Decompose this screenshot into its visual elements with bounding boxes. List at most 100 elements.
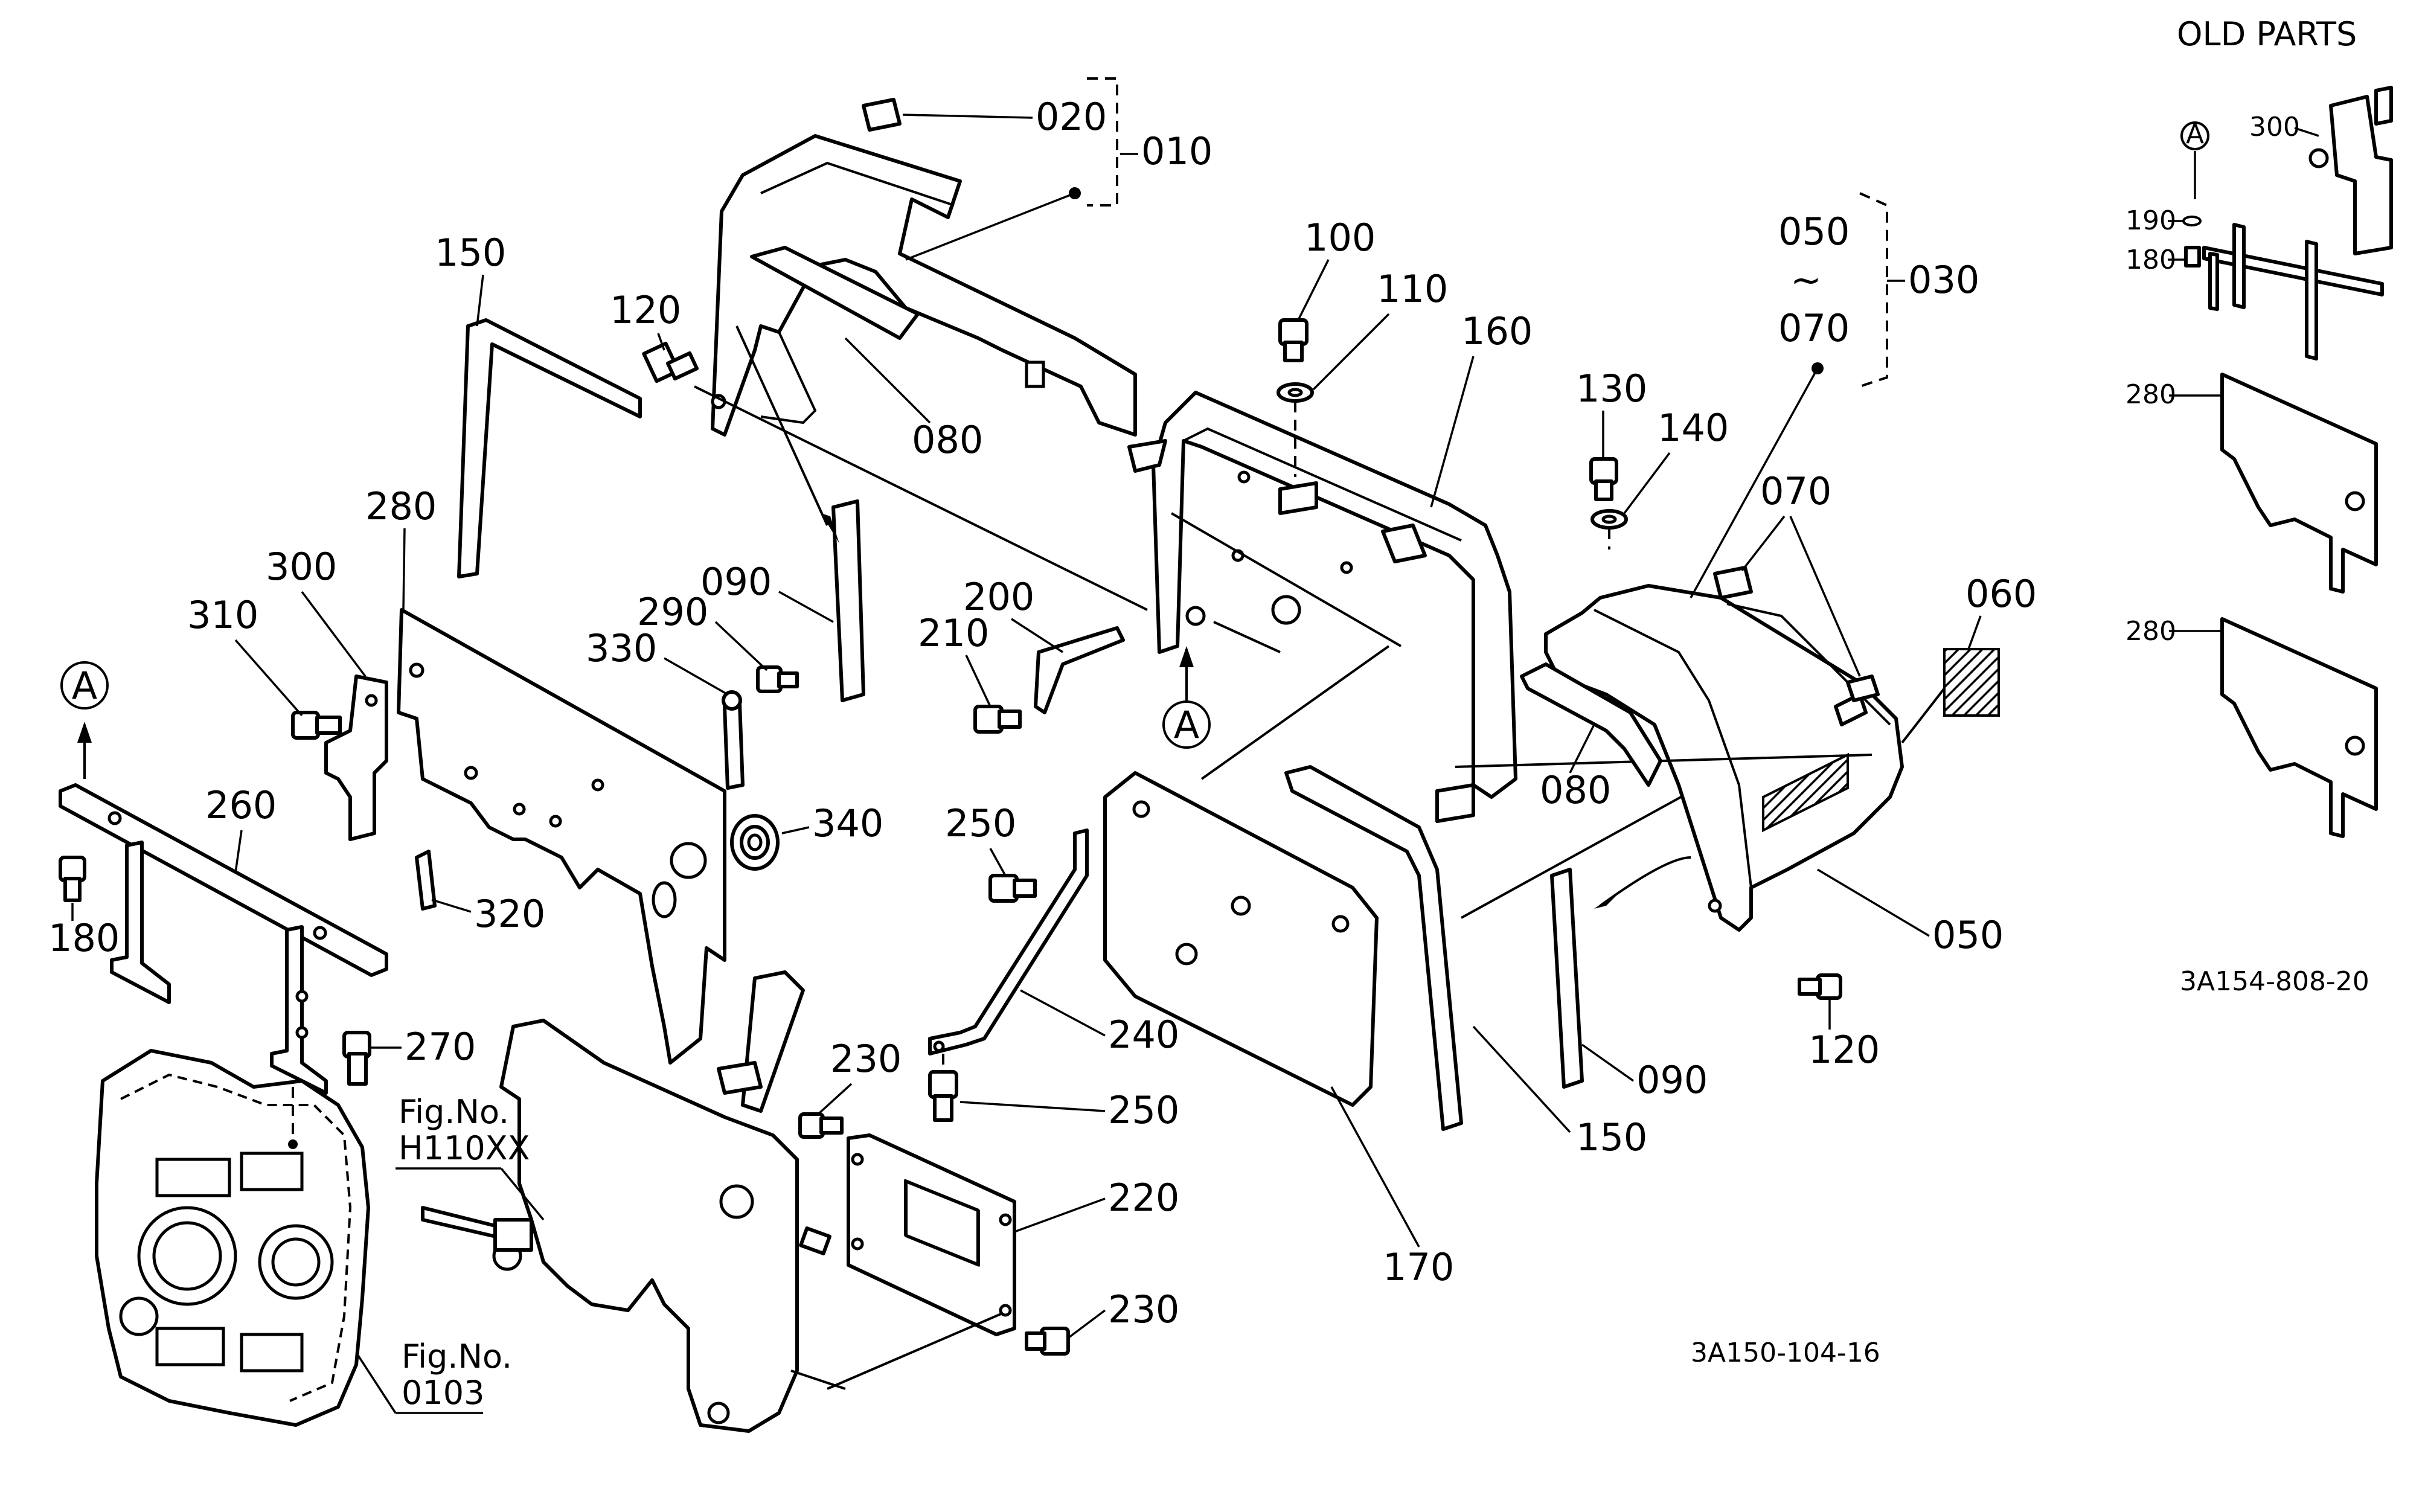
callout-030: 030 — [1908, 258, 1979, 302]
callout-010: 010 — [1141, 129, 1212, 173]
fig-ref-0103-code: 0103 — [402, 1374, 484, 1412]
clip-070-b — [1846, 674, 1880, 702]
callout-300: 300 — [266, 545, 337, 589]
callout-310: 310 — [187, 593, 258, 637]
fig-ref-0103-title: Fig.No. — [402, 1337, 512, 1376]
ref-mark-a-center: A — [1174, 703, 1199, 747]
bolt-130 — [1589, 457, 1618, 501]
callout-old-190: 190 — [2125, 205, 2176, 236]
frame-assembly — [421, 970, 831, 1433]
bolt-100 — [1278, 318, 1309, 362]
callout-250-b: 250 — [1108, 1088, 1179, 1132]
ref-mark-a-left: A — [72, 664, 97, 708]
old-bracket-assembly — [2202, 86, 2393, 360]
bolt-120-right — [1798, 973, 1842, 1000]
bracket-300 — [324, 674, 388, 841]
callout-130: 130 — [1576, 367, 1647, 411]
callout-290: 290 — [637, 590, 708, 634]
strip-080-right — [1520, 662, 1662, 787]
callout-220: 220 — [1108, 1176, 1179, 1220]
strip-150-right — [1284, 765, 1463, 1131]
rear-cover-050 — [1544, 584, 1904, 932]
bolt-270 — [342, 1031, 371, 1086]
callout-270: 270 — [405, 1025, 476, 1069]
plate-220 — [847, 1133, 1016, 1336]
callout-320: 320 — [474, 892, 545, 936]
callout-080-b: 080 — [1540, 768, 1611, 812]
label-plate-060 — [1943, 648, 2000, 717]
bolt-210 — [973, 705, 1022, 734]
strip-090-right — [1550, 868, 1584, 1089]
callout-old-280b: 280 — [2125, 616, 2176, 647]
callout-250-a: 250 — [945, 801, 1016, 845]
callout-180: 180 — [48, 916, 120, 960]
strip-080-top — [750, 246, 920, 340]
range-from-050: 050 — [1778, 210, 1850, 254]
ref-mark-circle — [2180, 121, 2209, 150]
bolt-250-lower — [928, 1070, 958, 1122]
ref-mark-circle — [60, 661, 109, 710]
callout-070: 070 — [1760, 469, 1831, 513]
old-insulator-a — [2220, 373, 2378, 594]
strip-330 — [723, 702, 745, 790]
old-parts-title: OLD PARTS — [2177, 15, 2357, 53]
callout-120-b: 120 — [1808, 1028, 1880, 1072]
callout-090-a: 090 — [700, 560, 772, 604]
strip-090-left — [831, 499, 865, 702]
callout-150-a: 150 — [435, 231, 506, 275]
callout-280: 280 — [365, 484, 437, 528]
bracket-200 — [1034, 626, 1125, 714]
drawing-code-old: 3A154-808-20 — [2180, 966, 2369, 997]
callout-old-280a: 280 — [2125, 379, 2176, 410]
callout-340: 340 — [812, 801, 883, 845]
drawing-code-main: 3A150-104-16 — [1691, 1337, 1880, 1368]
callout-old-300: 300 — [2249, 112, 2300, 143]
ref-mark-circle — [1162, 700, 1211, 749]
callout-240: 240 — [1108, 1013, 1179, 1057]
bolt-230-lower — [1025, 1327, 1070, 1356]
range-tilde: ~ — [1790, 258, 1822, 302]
callout-160: 160 — [1461, 309, 1533, 353]
callout-140: 140 — [1658, 406, 1729, 450]
bolt-310 — [291, 711, 342, 740]
insulator-280 — [397, 608, 726, 1065]
top-cover-010 — [711, 134, 1137, 437]
strip-150-left — [457, 318, 642, 578]
callout-230-a: 230 — [830, 1037, 902, 1081]
frame-160 — [1127, 391, 1517, 823]
callout-100: 100 — [1304, 216, 1376, 260]
callout-020: 020 — [1036, 95, 1107, 139]
stay-240 — [928, 828, 1089, 1056]
bolt-180 — [59, 856, 86, 902]
callout-090-b: 090 — [1636, 1058, 1708, 1102]
callout-old-180: 180 — [2125, 245, 2176, 275]
callout-200: 200 — [963, 575, 1034, 619]
callout-210: 210 — [918, 611, 989, 655]
callout-060: 060 — [1965, 572, 2037, 616]
old-insulator-b — [2220, 617, 2378, 838]
callout-050: 050 — [1932, 913, 2004, 957]
bolt-290 — [756, 665, 799, 693]
bolt-250-upper — [988, 874, 1037, 903]
bolt-230-upper — [798, 1112, 844, 1139]
fig-ref-h110xx-code: H110XX — [399, 1129, 530, 1167]
callout-120-a: 120 — [610, 288, 681, 332]
callout-260: 260 — [205, 783, 277, 827]
clip-320 — [415, 850, 437, 911]
grommet-340 — [730, 814, 780, 871]
bracket-260 — [59, 783, 388, 1095]
callout-110: 110 — [1377, 267, 1448, 311]
callout-330: 330 — [586, 626, 657, 670]
panel-170 — [1103, 771, 1379, 1107]
bolt-120-left — [642, 341, 699, 383]
engine-housing — [95, 1049, 370, 1427]
clip-070-a — [1713, 566, 1753, 600]
callout-150-b: 150 — [1576, 1115, 1647, 1159]
clip-020 — [862, 98, 902, 132]
callout-230-b: 230 — [1108, 1287, 1179, 1331]
fig-ref-h110xx-title: Fig.No. — [399, 1093, 509, 1131]
range-to-070: 070 — [1778, 306, 1850, 350]
ref-mark-a-old: A — [2186, 119, 2204, 150]
callout-170: 170 — [1383, 1245, 1454, 1289]
